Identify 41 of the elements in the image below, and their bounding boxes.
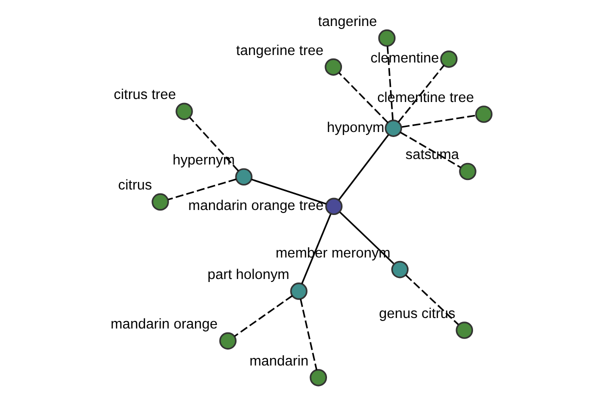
connector: [402, 114, 476, 128]
node-label: mandarin orange: [110, 316, 218, 333]
node-label: part holonym: [208, 266, 290, 283]
node-label: citrus: [118, 178, 152, 194]
node-circle: [290, 282, 308, 300]
node-label: clementine: [370, 50, 440, 67]
node-label: mandarin: [249, 353, 309, 370]
connector: [338, 134, 389, 200]
node-circle: [459, 162, 476, 180]
node-circle: [378, 29, 396, 47]
node-label: tangerine: [318, 14, 378, 30]
node-circle: [440, 50, 458, 68]
node-circle: [456, 322, 474, 339]
node-label: tangerine tree: [236, 42, 324, 59]
node-circle: [219, 332, 237, 350]
node-label: citrus tree: [114, 87, 176, 104]
node-circle: [391, 260, 409, 278]
connector: [405, 274, 459, 326]
connector: [386, 46, 394, 120]
node-circle: [235, 168, 252, 186]
connector: [300, 299, 318, 370]
node-label: mandarin orange tree: [188, 198, 324, 214]
node-circle: [176, 102, 193, 120]
node-circle: [324, 58, 342, 76]
node-label: satsuma: [406, 147, 460, 164]
connector: [168, 178, 236, 200]
node-circle: [384, 120, 402, 137]
node-circle: [152, 193, 169, 211]
connector: [339, 212, 394, 264]
connector: [301, 214, 332, 284]
node-label: hyponym: [326, 120, 384, 136]
connector: [234, 295, 293, 337]
node-circle: [475, 106, 492, 123]
node-label: genus citrus: [379, 306, 456, 322]
connector: [251, 178, 326, 205]
node-circle: [310, 369, 328, 386]
connector: [338, 72, 388, 124]
node-label: hypernym: [172, 152, 235, 169]
connector: [400, 132, 462, 168]
connector: [189, 117, 239, 172]
node-circle: [325, 198, 343, 216]
